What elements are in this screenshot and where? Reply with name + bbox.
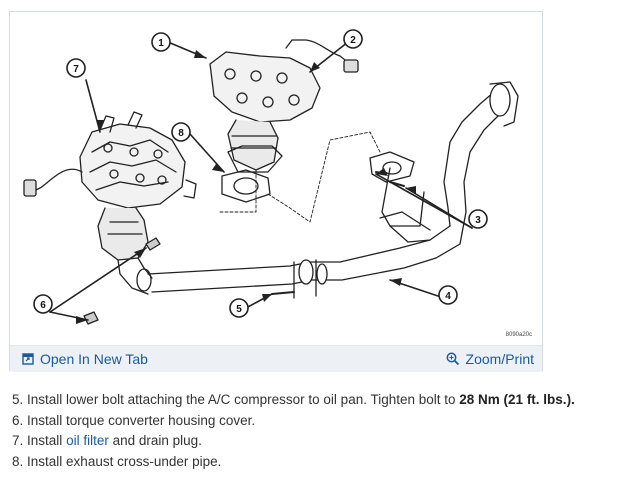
step-number: 8. <box>12 453 24 469</box>
callout-8 <box>171 122 191 142</box>
open-in-new-tab-label: Open In New Tab <box>40 351 148 367</box>
callout-5-label: 5 <box>236 304 242 315</box>
step-7: 7. Install oil filter and drain plug. <box>12 431 575 452</box>
callout-6 <box>33 294 53 314</box>
step-number: 5. <box>12 392 24 407</box>
figure-container: 1 2 3 4 5 6 7 8 8090a20c Open In New Tab <box>9 11 543 372</box>
step-text-after: and drain plug. <box>108 433 202 448</box>
exhaust-diagram: 1 2 3 4 5 6 7 8 <box>23 29 519 325</box>
rear-exhaust-manifold <box>209 39 359 173</box>
step-number: 6. <box>12 412 24 428</box>
zoom-print-link[interactable]: Zoom/Print <box>446 351 534 367</box>
callout-1 <box>151 32 171 52</box>
step-number: 7. <box>12 433 24 448</box>
cross-under-pipe <box>147 81 519 299</box>
zoom-print-label: Zoom/Print <box>465 351 534 367</box>
callout-3-label: 3 <box>475 215 481 226</box>
open-in-new-tab-link[interactable]: Open In New Tab <box>22 351 148 367</box>
front-exhaust-manifold <box>23 111 197 295</box>
magnifier-icon <box>446 352 459 366</box>
callout-5 <box>229 298 249 318</box>
step-text: Install <box>27 433 67 448</box>
callout-1-label: 1 <box>158 38 164 49</box>
callout-4 <box>438 285 458 305</box>
step-text: Install lower bolt attaching the A/C com… <box>27 392 460 407</box>
callout-3 <box>468 209 488 229</box>
step-6: 6. Install torque converter housing cove… <box>12 411 575 432</box>
studs <box>83 237 161 325</box>
callout-2-label: 2 <box>350 35 356 46</box>
step-text: Install torque converter housing cover. <box>27 412 256 428</box>
callout-7-label: 7 <box>73 64 79 75</box>
oil-filter-link[interactable]: oil filter <box>66 433 109 448</box>
figure-toolbar: Open In New Tab Zoom/Print <box>10 345 542 372</box>
instruction-steps: 5. Install lower bolt attaching the A/C … <box>12 390 575 472</box>
callout-6-label: 6 <box>40 300 46 311</box>
figure-code: 8090a20c <box>505 332 532 338</box>
callout-2 <box>343 29 363 49</box>
torque-spec: 28 Nm (21 ft. lbs.). <box>459 392 575 407</box>
callout-4-label: 4 <box>445 291 451 302</box>
callout-7 <box>66 58 86 78</box>
step-text: Install exhaust cross-under pipe. <box>27 453 222 469</box>
step-5: 5. Install lower bolt attaching the A/C … <box>12 390 575 411</box>
step-8: 8. Install exhaust cross-under pipe. <box>12 452 575 473</box>
callout-8-label: 8 <box>178 128 184 139</box>
open-in-new-tab-icon <box>22 353 34 365</box>
gasket <box>221 169 271 203</box>
